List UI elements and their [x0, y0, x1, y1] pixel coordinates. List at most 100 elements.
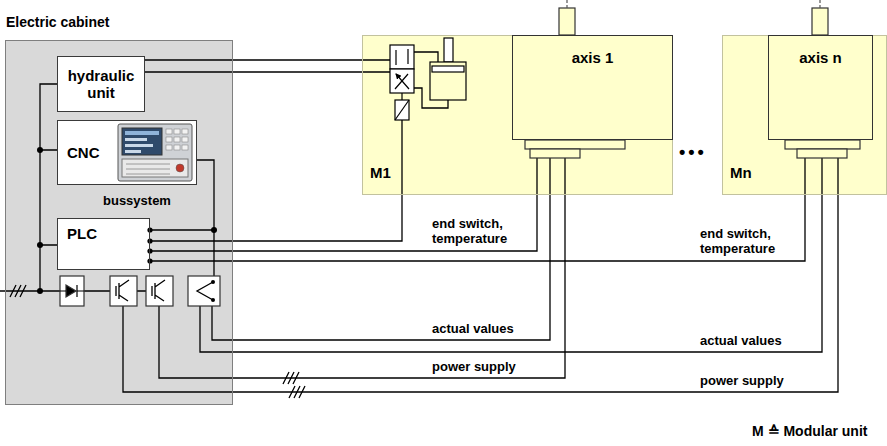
interface-symbol — [197, 282, 213, 300]
power-line — [123, 158, 838, 392]
module-box: Mn axis n — [722, 35, 887, 195]
label-holder: ••• — [679, 142, 707, 162]
bus-label: bussystem — [103, 193, 171, 208]
cnc-panel-icon — [118, 124, 192, 181]
hydraulic-cylinder — [430, 38, 466, 100]
diode-symbol — [60, 285, 84, 297]
label-holder: actual values — [432, 321, 514, 336]
cnc-panel-icon — [166, 137, 172, 142]
junction-dot — [147, 248, 152, 253]
junction-dot — [37, 288, 43, 294]
hydraulic-valve — [390, 45, 414, 69]
edge-label: end switch, temperature — [700, 226, 800, 256]
plc-box: PLC — [57, 218, 150, 270]
junction-dot — [211, 227, 217, 233]
cnc-panel-icon — [166, 145, 172, 150]
signal-line — [150, 140, 537, 251]
cabinet-heading: Electric cabinet — [6, 14, 110, 30]
axis-box: axis n — [768, 35, 873, 140]
igbt-symbol — [152, 280, 165, 301]
hydraulic-valve — [395, 100, 409, 120]
hydraulic-cylinder — [430, 62, 466, 100]
label-holder: actual values — [700, 333, 782, 348]
cnc-panel-icon — [182, 145, 188, 150]
cnc-panel-icon — [125, 131, 159, 135]
axis-flange-and-shaft — [525, 140, 625, 149]
axis-flange-and-shaft — [559, 8, 575, 35]
ellipsis-mark: ••• — [679, 142, 707, 162]
axis-flange-and-shaft — [530, 149, 580, 158]
box-label: hydraulic unit — [62, 67, 140, 101]
cnc-panel-icon — [125, 138, 147, 141]
converter-modules — [60, 276, 220, 306]
axis-box: axis 1 — [512, 35, 673, 140]
box-fill — [57, 120, 197, 185]
cnc-panel-icon — [166, 129, 172, 134]
hydraulic-unit-box: hydraulic unit — [57, 56, 145, 112]
three-phase-mark — [289, 386, 305, 398]
signal-label: actual values — [432, 321, 514, 336]
hydraulic-valve — [390, 45, 414, 120]
module-box: M1 axis 1 — [362, 35, 673, 195]
label-holder: bussystem — [103, 193, 171, 208]
junction-dot — [37, 147, 217, 302]
cnc-panel-icon — [174, 137, 180, 142]
inverter-box — [110, 276, 137, 306]
box-label: PLC — [67, 225, 97, 242]
actual-value-line — [200, 158, 822, 352]
cnc-panel-icon — [174, 145, 180, 150]
cnc-panel-icon — [118, 124, 192, 181]
junction-dot — [147, 238, 152, 243]
label-holder: end switch, temperature — [432, 216, 532, 246]
actual-value-line — [212, 158, 550, 340]
module-label: Mn — [730, 164, 752, 181]
box-fill — [512, 35, 673, 140]
cnc-box: CNC — [57, 120, 197, 185]
cnc-panel-icon — [125, 150, 141, 153]
cnc-panel-icon — [182, 129, 188, 134]
diode-symbol — [66, 285, 76, 297]
junction-dot — [147, 258, 152, 263]
box-fill — [57, 56, 145, 112]
signal-label: power supply — [700, 373, 784, 388]
inverter-box — [146, 276, 173, 306]
cnc-panel-icon — [182, 137, 188, 142]
edge-label: end switch, temperature — [432, 216, 532, 246]
signal-line — [150, 140, 805, 261]
box-fill — [57, 218, 150, 270]
box-label: axis n — [799, 49, 842, 66]
junction-dot — [37, 242, 43, 248]
module-label: M1 — [370, 164, 391, 181]
cnc-panel-icon — [122, 128, 162, 155]
hydraulic-line — [145, 60, 390, 72]
key-note: M ≙ Modular unit — [752, 423, 867, 439]
box-label: CNC — [67, 144, 100, 161]
cnc-panel-icon — [126, 164, 170, 174]
label-holder: power supply — [432, 359, 516, 374]
cnc-panel-icon — [174, 129, 180, 134]
hydraulic-valve — [401, 93, 402, 100]
three-phase-mark — [283, 372, 299, 384]
box-fill — [362, 35, 673, 195]
hydraulic-cylinder — [432, 66, 464, 72]
junction-dot — [37, 147, 43, 153]
label-holder: end switch, temperature — [700, 226, 800, 256]
cnc-panel-icon — [125, 144, 153, 147]
hydraulic-cylinder — [444, 38, 453, 62]
junction-dot — [211, 280, 215, 284]
igbt-symbol — [116, 280, 129, 301]
axis-flange-and-shaft — [797, 149, 847, 158]
hydraulic-valve — [395, 49, 409, 89]
encoder-interface-box — [188, 276, 220, 306]
junction-dot — [211, 298, 215, 302]
signal-label: actual values — [700, 333, 782, 348]
axis-flange-and-shaft — [525, 0, 860, 158]
axis-flange-and-shaft — [567, 0, 820, 8]
mains-line — [0, 290, 60, 291]
three-phase-mark — [10, 285, 26, 297]
cnc-panel-icon — [122, 159, 188, 177]
box-label: axis 1 — [572, 49, 614, 66]
cabinet-box: Electric cabinethydraulic unitCNCPLC — [5, 40, 233, 405]
axis-flange-and-shaft — [785, 140, 860, 149]
